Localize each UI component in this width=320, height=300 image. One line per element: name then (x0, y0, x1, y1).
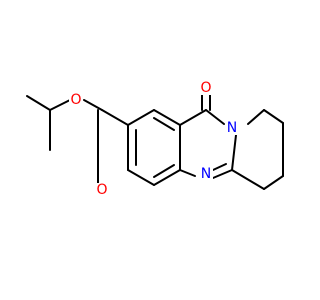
bond-c5-c4a-inner (153, 164, 175, 178)
ester-ether-oxygen-atom: O (69, 92, 83, 108)
bond-c8-c7 (127, 109, 155, 126)
ring-nitrogen-atom: N (225, 120, 239, 136)
imine-nitrogen-atom: N (199, 166, 213, 182)
ring-nitrogen-label: N (227, 120, 237, 136)
bond-c6-carbonyl (101, 109, 129, 126)
bond-c6-c5 (127, 169, 155, 186)
atoms-layer: O N N O O (69, 80, 239, 198)
imine-nitrogen-atom-bg (199, 167, 213, 181)
bond-c3a-n4-inner (212, 163, 227, 171)
bond-c5-c4a (153, 169, 181, 186)
bond-n1-ch2-a (247, 109, 265, 125)
ester-carbonyl-oxygen-label: O (96, 182, 107, 198)
ester-carbonyl-oxygen-atom-bg (95, 183, 109, 197)
bond-c9a-c8 (153, 109, 181, 126)
bond-n1-c3a (231, 134, 237, 171)
ring-nitrogen-atom-bg (225, 121, 239, 135)
bond-carbonyl-ether-o (83, 99, 103, 111)
bond-n4-c4a (179, 169, 196, 177)
molecule-structure-canvas: O N N O O (26, 80, 284, 198)
bond-ch-ch3-left (26, 95, 51, 111)
ketone-oxygen-atom: O (199, 80, 213, 96)
ester-ether-oxygen-atom-bg (69, 93, 83, 107)
bond-ch2-a-ch2-b (263, 109, 284, 124)
bond-ch2-d-c3a (231, 169, 265, 190)
bond-c9a-c8-inner (153, 117, 175, 131)
ketone-oxygen-label: O (200, 80, 211, 96)
ketone-oxygen-atom-bg (199, 81, 213, 95)
bond-ch2-c-ch2-d (263, 175, 284, 190)
imine-nitrogen-label: N (201, 166, 211, 182)
bond-ether-o-ch (49, 99, 71, 111)
bonds-layer (26, 91, 284, 191)
bond-c9-c9a (179, 109, 207, 126)
ester-carbonyl-oxygen-atom: O (95, 182, 109, 198)
ester-ether-oxygen-label: O (70, 92, 81, 108)
bond-c3a-n4-double (212, 169, 233, 179)
bond-c9-n1 (205, 109, 225, 125)
